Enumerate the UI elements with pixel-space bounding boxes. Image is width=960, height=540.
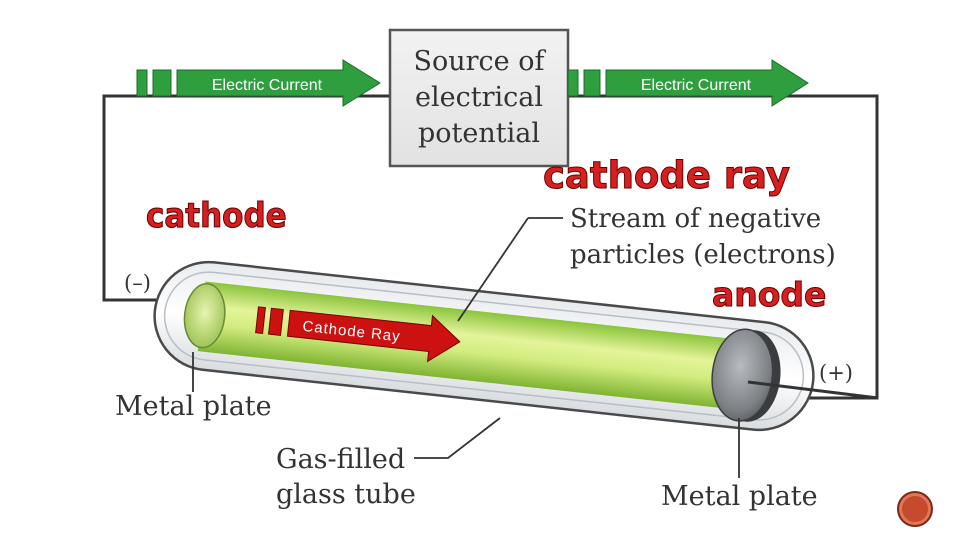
- positive-terminal-label: (+): [819, 361, 853, 385]
- source-line-1: Source of: [414, 46, 547, 77]
- metal-plate-right-label: Metal plate: [661, 481, 818, 512]
- tube-pointer-line: [414, 417, 501, 459]
- anode-label: anode: [712, 275, 826, 314]
- source-box: [388, 28, 570, 168]
- cathode-ray-glow: [197, 281, 763, 412]
- source-line-3: potential: [418, 118, 540, 149]
- cathode-ray-label: cathode ray: [543, 154, 790, 197]
- stream-line-2: particles (electrons): [570, 240, 836, 270]
- electric-current-arrow-right: Electric Current: [567, 59, 809, 107]
- stream-line-1: Stream of negative: [570, 204, 821, 234]
- electric-current-arrow-left: Electric Current: [136, 59, 381, 107]
- metal-plate-left-label: Metal plate: [115, 391, 272, 422]
- cathode-label: cathode: [146, 195, 287, 235]
- tube-label-line-2: glass tube: [276, 479, 416, 510]
- stream-pointer-line: [457, 217, 529, 322]
- cathode-plate: [183, 283, 226, 349]
- gas-filled-glass-tube: [153, 260, 815, 432]
- slide-badge-icon: [897, 491, 933, 527]
- source-line-2: electrical: [415, 82, 543, 113]
- cathode-ray-arrow: Cathode Ray: [255, 306, 461, 363]
- electric-current-label-left: Electric Current: [212, 77, 323, 94]
- anode-plate: [711, 328, 774, 422]
- electric-current-label-right: Electric Current: [641, 77, 752, 94]
- anode-wire: [747, 380, 879, 400]
- negative-terminal-label: (–): [124, 271, 151, 295]
- tube-label-line-1: Gas-filled: [276, 444, 405, 475]
